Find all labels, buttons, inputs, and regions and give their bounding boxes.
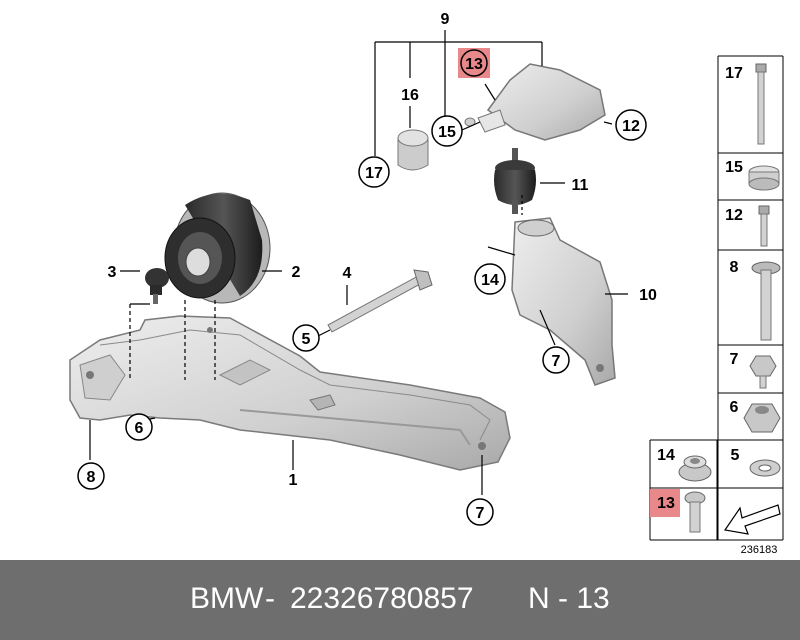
leader-lines [89,30,628,495]
list-item-12: 12 [725,205,770,247]
svg-text:2: 2 [292,264,301,281]
svg-text:6: 6 [730,399,739,416]
svg-text:15: 15 [725,159,743,176]
list-item-14: 14 [657,447,712,482]
arrow-icon [723,504,781,535]
bracket-part-10 [511,217,616,386]
svg-text:6: 6 [135,420,144,437]
bushing-part-2 [164,192,271,304]
svg-text:11: 11 [572,177,589,194]
callout-10: 10 [639,287,657,304]
callout-8: 8 [77,462,105,490]
list-item-15: 15 [725,159,780,191]
svg-text:9: 9 [441,11,450,28]
callout-15: 15 [431,115,463,147]
list-item-13: 13 [650,489,706,533]
crossmember-part-1 [69,315,511,471]
list-item-5: 5 [731,447,781,477]
engine-mount-part-11 [494,148,536,214]
svg-text:14: 14 [481,272,499,289]
svg-text:12: 12 [622,118,640,135]
list-item-6: 6 [730,399,781,433]
svg-text:7: 7 [476,505,485,522]
svg-text:13: 13 [657,495,675,512]
svg-text:5: 5 [731,447,740,464]
footer-part-number: 22326780857 [290,582,474,615]
footer-reference: N - 13 [528,582,610,615]
svg-text:15: 15 [438,124,456,141]
callout-2: 2 [292,264,301,281]
footer-brand: BMW [190,582,264,615]
footer-separator: - [265,582,275,615]
bushing-part-16 [397,129,429,171]
svg-text:1: 1 [289,472,298,489]
callout-14: 14 [474,263,506,295]
bolt-part-4 [327,269,433,333]
svg-text:17: 17 [365,165,383,182]
diagram-id: 236183 [741,544,778,556]
callout-1: 1 [289,472,298,489]
svg-text:16: 16 [401,87,419,104]
upper-bracket [464,63,606,141]
callout-3: 3 [108,264,117,281]
callout-5: 5 [292,324,320,352]
callout-7-bottom: 7 [466,498,494,526]
svg-text:4: 4 [343,265,352,282]
callout-7-bracket: 7 [542,346,570,374]
list-item-17: 17 [725,63,767,145]
callout-13-highlight: 13 [458,48,490,78]
svg-text:13: 13 [465,56,483,73]
callout-6: 6 [125,413,153,441]
callout-4: 4 [343,265,352,282]
svg-text:12: 12 [725,207,743,224]
footer-bar: BMW - 22326780857 N - 13 [0,560,800,640]
parts-diagram: 1 2 3 4 5 6 7 7 8 9 10 11 12 13 14 15 16 [69,11,784,556]
callout-17: 17 [358,156,390,188]
svg-text:7: 7 [552,353,561,370]
parts-list: 17 15 12 8 7 6 [649,55,784,541]
rubber-stop-part-3 [145,268,169,304]
svg-text:17: 17 [725,65,743,82]
list-item-8: 8 [730,259,781,341]
callout-11: 11 [572,177,589,194]
callout-9: 9 [441,11,450,28]
svg-text:3: 3 [108,264,117,281]
svg-text:14: 14 [657,447,675,464]
svg-text:5: 5 [302,331,311,348]
svg-text:7: 7 [730,351,739,368]
svg-text:8: 8 [730,259,739,276]
svg-text:8: 8 [87,469,96,486]
callout-12: 12 [615,109,647,141]
svg-text:10: 10 [639,287,657,304]
list-item-7: 7 [730,351,777,389]
callout-16: 16 [401,87,419,104]
